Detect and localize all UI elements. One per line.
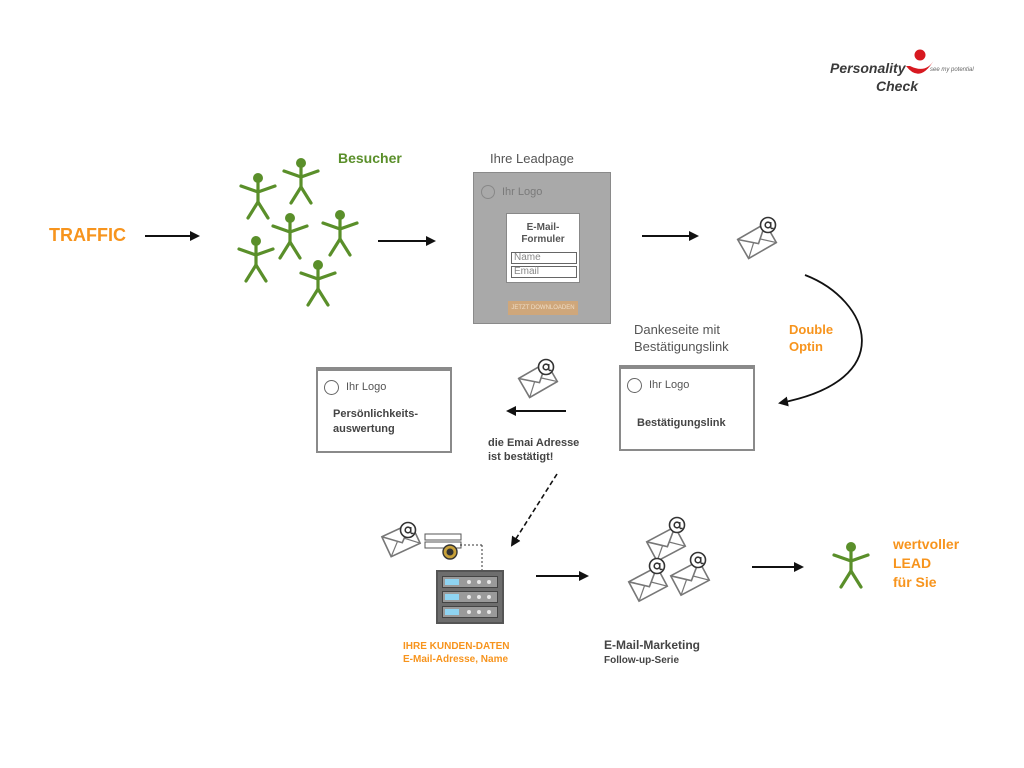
name-field: Name (511, 252, 577, 264)
result-body-line2: auswertung (333, 423, 395, 435)
arrow-double-optin (778, 274, 863, 407)
double-optin-line2: Optin (789, 339, 823, 354)
confirm-logo-icon (627, 378, 642, 393)
confirmed-line2: ist bestätigt! (488, 451, 554, 463)
leadpage-logo-icon (481, 185, 495, 199)
confirmed-label: die Emai Adresse ist bestätigt! (488, 436, 579, 464)
result-body-line1: Persönlichkeits- (333, 408, 418, 420)
visitors-group-icon (237, 156, 359, 307)
logo-line1: Personality (830, 60, 906, 76)
dankeseite-line2: Bestätigungslink (634, 339, 729, 354)
lock-icon (424, 533, 483, 570)
email-marketing-label: E-Mail-Marketing (604, 638, 701, 652)
besucher-label: Besucher (338, 150, 402, 166)
lead-line2: LEAD (893, 555, 932, 571)
leadpage-logo-text: Ihr Logo (502, 186, 543, 198)
logo-tagline: see my potential (930, 67, 974, 73)
confirm-body: Bestätigungslink (637, 417, 726, 429)
traffic-label: TRAFFIC (49, 225, 126, 245)
confirmation-page: Ihr Logo Bestätigungslink (619, 365, 755, 451)
customer-data-line2: E-Mail-Adresse, Name (403, 654, 509, 665)
personality-check-logo: Personality Check see my potential (830, 58, 990, 98)
confirm-logo-text: Ihr Logo (649, 379, 690, 391)
double-optin-label: Double Optin (789, 321, 833, 355)
leadpage-mockup: Ihr Logo E-Mail- Formuler Name Email JET… (473, 172, 611, 324)
lead-line3: für Sie (893, 574, 937, 590)
customer-data-label: IHRE KUNDEN-DATEN E-Mail-Adresse, Name (403, 640, 509, 666)
logo-line2: Check (876, 78, 919, 94)
email-form: E-Mail- Formuler Name Email (506, 213, 580, 283)
arrow-to-customer-data (510, 473, 558, 547)
form-title: E-Mail- Formuler (507, 222, 579, 246)
email-field: Email (511, 266, 577, 278)
result-body: Persönlichkeits- auswertung (333, 407, 418, 437)
valuable-lead-label: wertvoller LEAD für Sie (893, 535, 959, 592)
lead-line1: wertvoller (893, 536, 960, 552)
dankeseite-line1: Dankeseite mit (634, 322, 720, 337)
double-optin-line1: Double (789, 322, 834, 337)
dankeseite-label: Dankeseite mit Bestätigungslink (634, 321, 729, 355)
server-icon (436, 570, 504, 624)
followup-label: Follow-up-Serie (604, 655, 679, 666)
confirmed-line1: die Emai Adresse (488, 437, 580, 449)
leadpage-title: Ihre Leadpage (490, 151, 574, 166)
result-logo-icon (324, 380, 339, 395)
personality-result-page: Ihr Logo Persönlichkeits- auswertung (316, 367, 452, 453)
form-title-line2: Formuler (521, 234, 565, 245)
lead-person-icon (832, 540, 870, 589)
result-logo-text: Ihr Logo (346, 381, 387, 393)
form-title-line1: E-Mail- (526, 222, 560, 233)
download-button: JETZT DOWNLOADEN (508, 301, 578, 315)
logo-swoosh-icon (906, 49, 934, 74)
customer-data-line1: IHRE KUNDEN-DATEN (403, 641, 510, 652)
marketing-envelopes-icon (627, 516, 711, 603)
